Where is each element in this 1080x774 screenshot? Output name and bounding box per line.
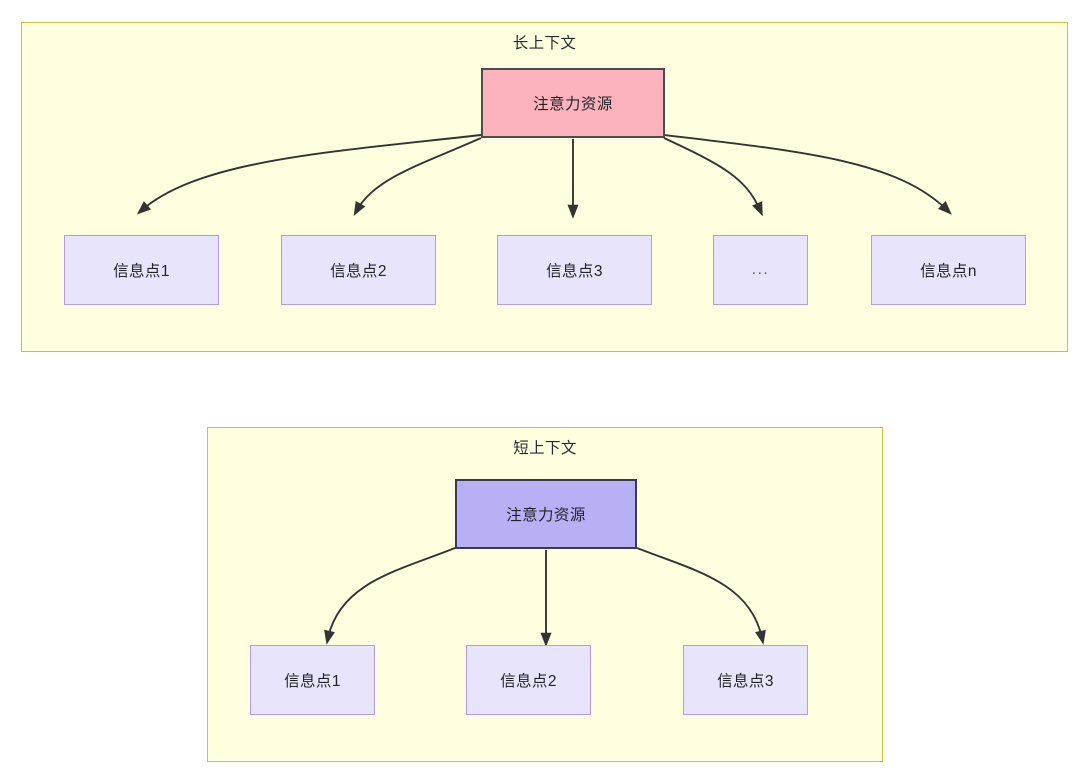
long-context-title: 长上下文	[512, 35, 577, 52]
long-context-info-node-3[interactable]: 信息点3	[497, 235, 652, 305]
short-context-info-node-1[interactable]: 信息点1	[250, 645, 375, 715]
short-context-info-label-1: 信息点1	[284, 673, 341, 690]
long-context-info-label-2: 信息点2	[330, 263, 387, 280]
long-context-info-node-ellipsis[interactable]: ...	[713, 235, 808, 305]
short-context-attention-label: 注意力资源	[506, 507, 586, 524]
short-context-title: 短上下文	[513, 440, 577, 457]
long-context-info-node-1[interactable]: 信息点1	[64, 235, 219, 305]
long-context-info-node-2[interactable]: 信息点2	[281, 235, 436, 305]
short-context-info-node-3[interactable]: 信息点3	[683, 645, 808, 715]
long-context-attention-label: 注意力资源	[533, 96, 613, 113]
long-context-info-label-3: 信息点3	[546, 263, 603, 280]
short-context-info-label-3: 信息点3	[717, 673, 774, 690]
long-context-info-label-1: 信息点1	[113, 263, 170, 280]
long-context-info-label-ellipsis: ...	[751, 261, 770, 278]
short-context-info-label-2: 信息点2	[500, 673, 557, 690]
long-context-info-label-n: 信息点n	[920, 263, 977, 280]
long-context-info-node-n[interactable]: 信息点n	[871, 235, 1026, 305]
short-context-info-node-2[interactable]: 信息点2	[466, 645, 591, 715]
long-context-attention-node[interactable]: 注意力资源	[481, 68, 665, 138]
short-context-attention-node[interactable]: 注意力资源	[455, 479, 637, 549]
